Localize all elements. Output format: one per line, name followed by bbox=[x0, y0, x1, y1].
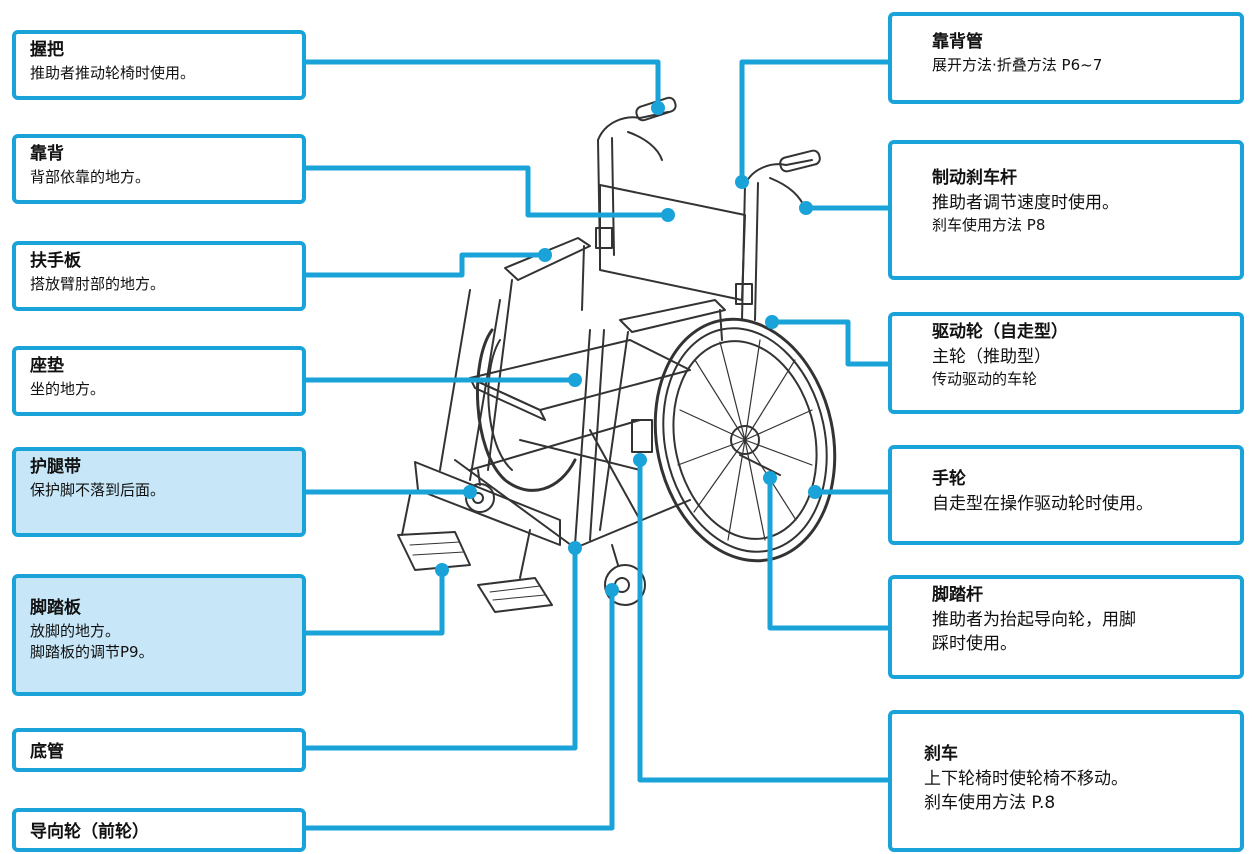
leader-caster bbox=[305, 590, 615, 831]
back-clip-right bbox=[735, 283, 753, 305]
left-hand-rim bbox=[487, 339, 513, 471]
tipping-bar bbox=[739, 454, 781, 476]
label-drivewheel: 驱动轮（自走型） 主轮（推助型） 传动驱动的车轮 bbox=[888, 312, 1244, 414]
armrest-title: 扶手板 bbox=[30, 251, 81, 271]
footplate-left bbox=[397, 531, 471, 571]
drivewheel-desc-2: 传动驱动的车轮 bbox=[932, 370, 1038, 388]
legstrap-title: 护腿带 bbox=[30, 457, 81, 477]
handrim-title: 手轮 bbox=[932, 469, 966, 489]
brake-lever-left bbox=[627, 131, 663, 161]
drive-wheel-inner bbox=[672, 340, 818, 540]
drivewheel-desc-1: 主轮（推助型） bbox=[932, 347, 1051, 367]
grip-left bbox=[635, 96, 677, 122]
grip-desc: 推助者推动轮椅时使用。 bbox=[30, 64, 196, 82]
armrest-right bbox=[619, 299, 726, 333]
brake-desc-2: 刹车使用方法 P.8 bbox=[924, 793, 1056, 813]
leader-grip bbox=[305, 59, 661, 108]
armrest-desc: 搭放臂肘部的地方。 bbox=[30, 275, 166, 293]
leg-strap-band bbox=[414, 461, 561, 546]
brake-unit bbox=[631, 419, 653, 453]
label-tippingbar: 脚踏杆 推助者为抬起导向轮，用脚 踩时使用。 bbox=[888, 575, 1244, 679]
label-handrim: 手轮 自走型在操作驱动轮时使用。 bbox=[888, 445, 1244, 545]
label-armrest: 扶手板 搭放臂肘部的地方。 bbox=[12, 241, 306, 311]
base-tube bbox=[454, 459, 691, 549]
legstrap-desc: 保护脚不落到后面。 bbox=[30, 481, 166, 499]
leader-basetube bbox=[305, 548, 578, 751]
label-brake: 刹车 上下轮椅时使轮椅不移动。 刹车使用方法 P.8 bbox=[888, 710, 1244, 852]
left-drive-wheel bbox=[475, 328, 577, 492]
drivewheel-title: 驱动轮（自走型） bbox=[932, 322, 1068, 342]
back-clip-left bbox=[595, 227, 613, 249]
grip-right bbox=[779, 149, 821, 173]
label-grip: 握把 推助者推动轮椅时使用。 bbox=[12, 30, 306, 100]
brakelever-desc-1: 推助者调节速度时使用。 bbox=[932, 193, 1119, 213]
caster-right bbox=[604, 564, 646, 606]
backpipe-desc: 展开方法·折叠方法 P6~7 bbox=[932, 56, 1103, 74]
leader-tippingbar bbox=[767, 478, 890, 631]
backrest-fabric bbox=[599, 184, 746, 301]
seat-title: 座垫 bbox=[30, 356, 64, 376]
leader-brake bbox=[637, 460, 890, 783]
footplate-treads bbox=[409, 541, 546, 601]
label-backpipe: 靠背管 展开方法·折叠方法 P6~7 bbox=[888, 12, 1244, 104]
brake-title: 刹车 bbox=[924, 744, 958, 764]
grip-left-frame bbox=[597, 111, 669, 141]
brakelever-desc-2: 刹车使用方法 P8 bbox=[932, 216, 1046, 234]
label-backrest: 靠背 背部依靠的地方。 bbox=[12, 134, 306, 204]
armrest-left bbox=[504, 237, 591, 281]
tippingbar-desc-1: 推助者为抬起导向轮，用脚 bbox=[932, 610, 1136, 630]
drive-wheel-hub bbox=[730, 425, 760, 455]
footplate-title: 脚踏板 bbox=[30, 598, 81, 618]
leader-footplate bbox=[305, 570, 445, 636]
backpipe-title: 靠背管 bbox=[932, 32, 983, 52]
drive-wheel-spokes bbox=[677, 339, 813, 541]
leader-backpipe bbox=[739, 59, 890, 182]
handrim-desc: 自走型在操作驱动轮时使用。 bbox=[932, 494, 1153, 514]
label-caster: 导向轮（前轮） bbox=[12, 808, 306, 852]
leader-dots bbox=[435, 101, 822, 597]
tippingbar-title: 脚踏杆 bbox=[932, 585, 983, 605]
cross-brace bbox=[469, 419, 641, 471]
brake-desc-1: 上下轮椅时使轮椅不移动。 bbox=[924, 769, 1128, 789]
leader-armrest bbox=[305, 252, 545, 278]
label-footplate: 脚踏板 放脚的地方。 脚踏板的调节P9。 bbox=[12, 574, 306, 696]
label-basetube: 底管 bbox=[12, 728, 306, 772]
leader-backrest bbox=[305, 165, 668, 218]
wheelchair-drawing bbox=[397, 96, 837, 613]
grip-title: 握把 bbox=[30, 40, 64, 60]
backrest-desc: 背部依靠的地方。 bbox=[30, 168, 151, 186]
label-seat: 座垫 坐的地方。 bbox=[12, 346, 306, 416]
brakelever-title: 制动刹车杆 bbox=[932, 168, 1017, 188]
footplate-right bbox=[477, 577, 553, 613]
leader-lines bbox=[305, 59, 890, 831]
caster-title: 导向轮（前轮） bbox=[30, 822, 149, 842]
footplate-desc-1: 放脚的地方。 bbox=[30, 622, 121, 640]
leader-drivewheel bbox=[772, 319, 890, 367]
label-legstrap: 护腿带 保护脚不落到后面。 bbox=[12, 447, 306, 537]
backrest-title: 靠背 bbox=[30, 144, 64, 164]
seat-desc: 坐的地方。 bbox=[30, 380, 106, 398]
label-brakelever: 制动刹车杆 推助者调节速度时使用。 刹车使用方法 P8 bbox=[888, 140, 1244, 280]
basetube-title: 底管 bbox=[30, 742, 64, 762]
footplate-desc-2: 脚踏板的调节P9。 bbox=[30, 643, 154, 661]
tippingbar-desc-2: 踩时使用。 bbox=[932, 634, 1017, 654]
